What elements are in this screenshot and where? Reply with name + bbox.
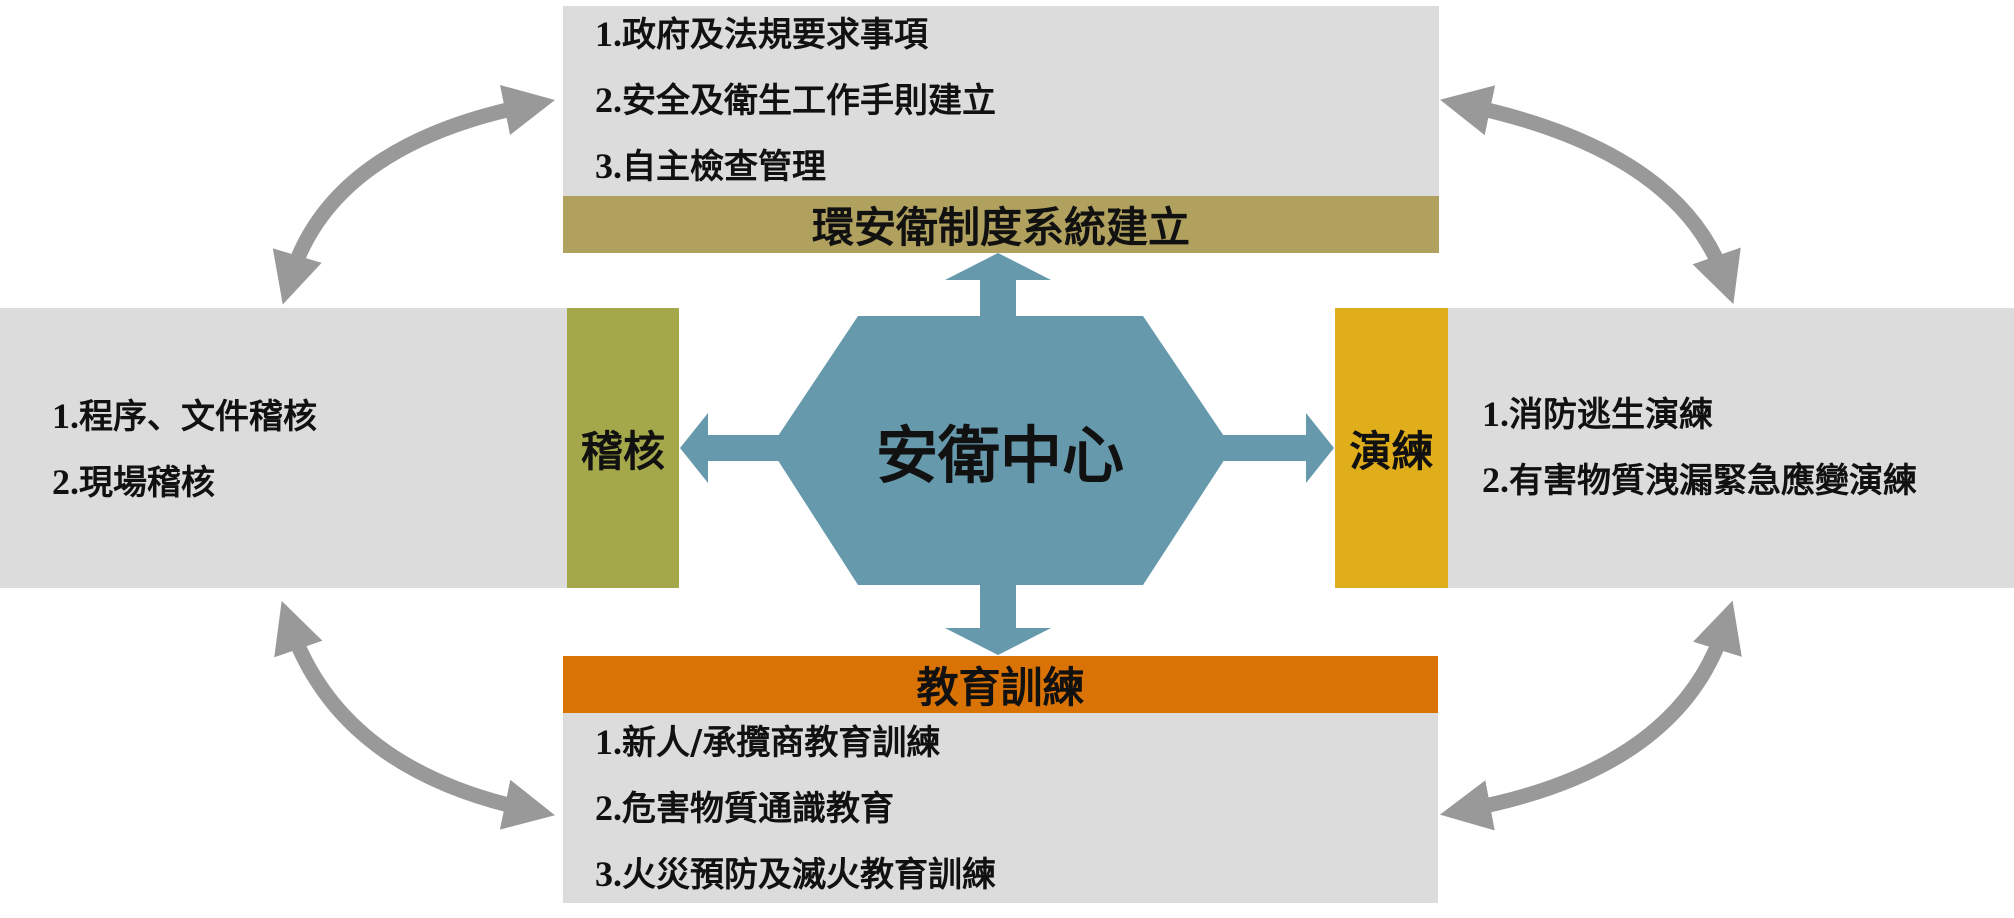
top-item-2: 2.安全及衛生工作手則建立 — [595, 80, 996, 121]
left-item-1-number: 1. — [52, 396, 79, 436]
right-title-bar: 演練 — [1335, 308, 1448, 588]
right-item-1: 1.消防逃生演練 — [1482, 394, 1713, 435]
bottom-item-1-number: 1. — [595, 722, 622, 762]
hub-arrow-down — [945, 570, 1051, 655]
hub-hexagon — [770, 316, 1232, 585]
bottom-item-3-text: 火災預防及滅火教育訓練 — [622, 855, 996, 895]
right-item-1-number: 1. — [1482, 394, 1509, 434]
bottom-panel — [563, 713, 1438, 903]
top-item-1-text: 政府及法規要求事項 — [622, 15, 928, 55]
cycle-arrow-top-right — [1440, 85, 1741, 305]
cycle-arrow-top-left — [272, 85, 556, 305]
cycle-arrow-bottom-right — [1439, 600, 1742, 831]
bottom-item-1: 1.新人/承攬商教育訓練 — [595, 722, 940, 763]
bottom-item-3: 3.火災預防及滅火教育訓練 — [595, 854, 996, 895]
left-item-1: 1.程序、文件稽核 — [52, 396, 317, 437]
left-title-bar: 稽核 — [567, 308, 679, 588]
bottom-item-2-text: 危害物質通識教育 — [622, 789, 894, 829]
bottom-title-bar: 教育訓練 — [563, 656, 1438, 713]
right-item-1-text: 消防逃生演練 — [1509, 395, 1713, 435]
left-item-2: 2.現場稽核 — [52, 462, 215, 503]
left-item-1-text: 程序、文件稽核 — [79, 397, 317, 437]
right-panel — [1448, 308, 2014, 588]
top-title-bar: 環安衛制度系統建立 — [563, 196, 1439, 253]
left-item-2-number: 2. — [52, 462, 79, 502]
top-item-3-text: 自主檢查管理 — [622, 147, 826, 187]
hub-label: 安衛中心 — [875, 419, 1124, 492]
right-item-2-number: 2. — [1482, 460, 1509, 500]
hub-arrow-left — [680, 413, 800, 483]
hub-arrow-up — [945, 253, 1051, 330]
bottom-item-3-number: 3. — [595, 854, 622, 894]
hub-arrow-right — [1200, 413, 1334, 483]
bottom-item-2-number: 2. — [595, 788, 622, 828]
top-item-1-number: 1. — [595, 14, 622, 54]
top-item-2-number: 2. — [595, 80, 622, 120]
left-item-2-text: 現場稽核 — [79, 463, 215, 503]
top-item-2-text: 安全及衛生工作手則建立 — [622, 81, 996, 121]
bottom-item-1-text: 新人/承攬商教育訓練 — [622, 723, 941, 763]
right-item-2-text: 有害物質洩漏緊急應變演練 — [1509, 461, 1917, 501]
top-panel — [563, 6, 1439, 196]
top-item-3: 3.自主檢查管理 — [595, 146, 826, 187]
top-item-3-number: 3. — [595, 146, 622, 186]
left-panel — [0, 308, 567, 588]
right-item-2: 2.有害物質洩漏緊急應變演練 — [1482, 460, 1917, 501]
bottom-item-2: 2.危害物質通識教育 — [595, 788, 894, 829]
top-item-1: 1.政府及法規要求事項 — [595, 14, 928, 55]
cycle-arrow-bottom-left — [274, 600, 555, 830]
